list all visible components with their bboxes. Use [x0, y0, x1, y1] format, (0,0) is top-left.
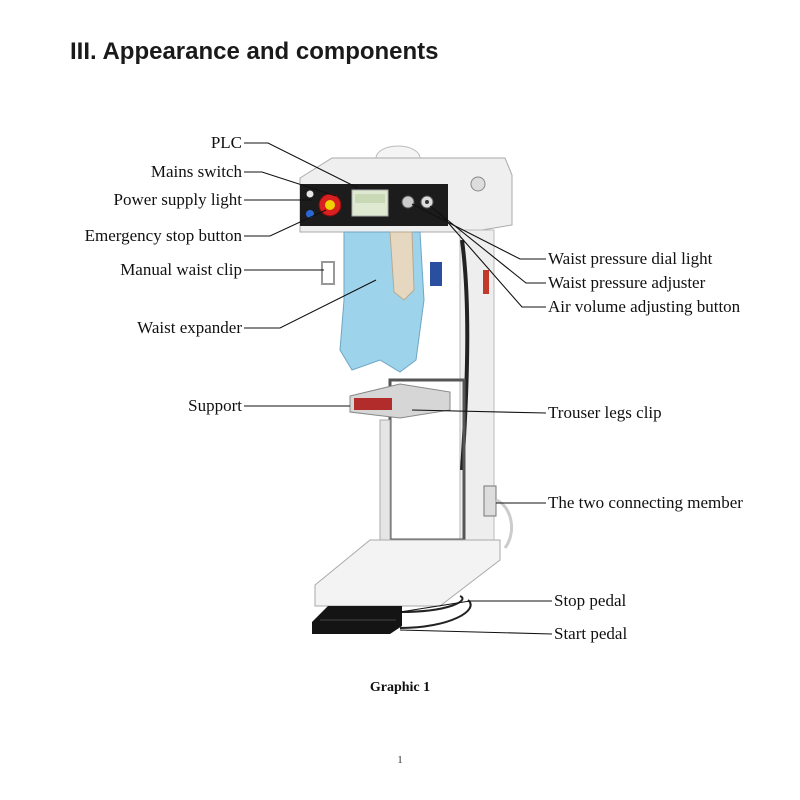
- label-trouser-legs-clip: Trouser legs clip: [548, 403, 662, 422]
- label-waist-pressure-adjuster: Waist pressure adjuster: [548, 273, 706, 292]
- manual-waist-clip: [321, 261, 335, 285]
- leader-lines: [244, 142, 553, 635]
- machine-base: [314, 539, 501, 607]
- label-start-pedal: Start pedal: [554, 624, 627, 643]
- label-plc: PLC: [211, 133, 242, 152]
- figure-caption: Graphic 1: [369, 680, 431, 695]
- label-two-connecting-member: The two connecting member: [548, 493, 743, 512]
- label-support: Support: [188, 396, 242, 415]
- label-power-supply-light: Power supply light: [114, 190, 243, 209]
- label-emergency-stop-button: Emergency stop button: [85, 226, 243, 245]
- label-air-volume-adjusting-button: Air volume adjusting button: [548, 297, 741, 316]
- label-mains-switch: Mains switch: [151, 162, 243, 181]
- page-number: 1: [397, 754, 403, 766]
- label-manual-waist-clip: Manual waist clip: [120, 260, 242, 279]
- section-heading: III. Appearance and components: [70, 38, 439, 65]
- label-waist-expander: Waist expander: [137, 318, 242, 337]
- label-stop-pedal: Stop pedal: [554, 591, 627, 610]
- machine-illustration: [299, 145, 514, 634]
- label-waist-pressure-dial-light: Waist pressure dial light: [548, 249, 713, 268]
